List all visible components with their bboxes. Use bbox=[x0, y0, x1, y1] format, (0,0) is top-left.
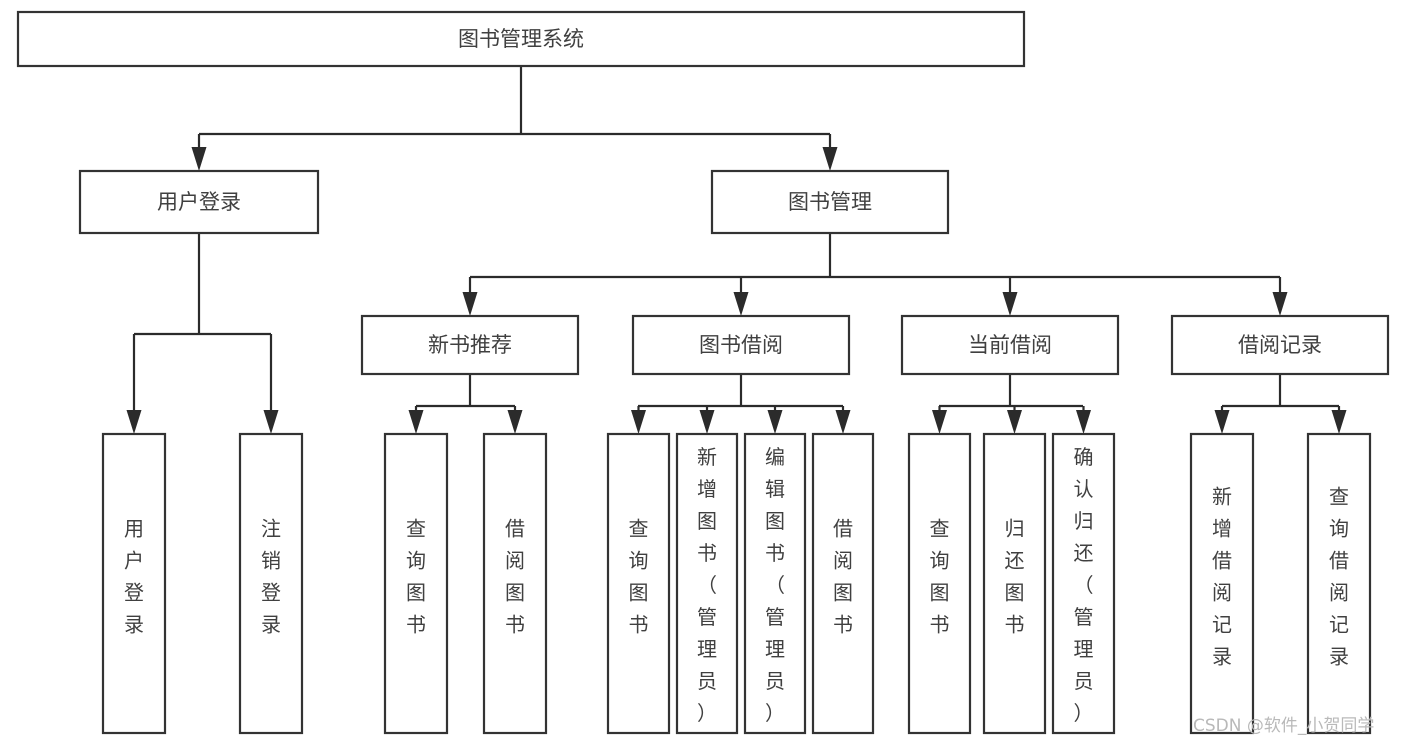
node-root-system-box[interactable] bbox=[16, 10, 1026, 68]
arrow-head-icon bbox=[1076, 410, 1091, 434]
node-book-management-box[interactable] bbox=[710, 169, 950, 235]
node-leaf-return-book[interactable]: 归还图书 bbox=[982, 432, 1047, 735]
arrow-head-icon bbox=[507, 410, 523, 434]
arrow-head-icon bbox=[835, 410, 851, 434]
node-book-borrow[interactable]: 图书借阅 bbox=[631, 314, 851, 376]
node-new-book-recommend-box[interactable] bbox=[360, 314, 580, 376]
node-new-book-recommend[interactable]: 新书推荐 bbox=[360, 314, 580, 376]
node-leaf-user-logout[interactable]: 注销登录 bbox=[238, 432, 304, 735]
arrow-head-icon bbox=[822, 147, 838, 171]
arrow-head-icon bbox=[1007, 410, 1022, 434]
node-leaf-add-book-admin[interactable]: 新增图书（管理员） bbox=[675, 432, 739, 735]
node-borrow-records[interactable]: 借阅记录 bbox=[1170, 314, 1390, 376]
arrow-head-icon bbox=[191, 147, 207, 171]
node-new-book-recommend-label: 新书推荐 bbox=[428, 333, 512, 357]
node-root-system-label: 图书管理系统 bbox=[458, 27, 584, 51]
node-leaf-query-book-recommend-label: 查询图书 bbox=[406, 517, 426, 637]
node-leaf-user-login-box[interactable] bbox=[101, 432, 167, 735]
node-leaf-borrow-book-recommend-label: 借阅图书 bbox=[505, 517, 525, 637]
arrow-head-icon bbox=[699, 410, 715, 434]
arrow-head-icon bbox=[932, 410, 947, 434]
node-current-borrow-label: 当前借阅 bbox=[968, 333, 1052, 357]
node-leaf-user-logout-label: 注销登录 bbox=[261, 517, 281, 637]
arrow-head-icon bbox=[631, 410, 646, 434]
node-leaf-borrow-book-label: 借阅图书 bbox=[833, 517, 853, 637]
arrow-head-icon bbox=[1002, 292, 1018, 316]
node-leaf-add-book-admin-label: 新增图书（管理员） bbox=[697, 445, 717, 725]
node-current-borrow-box[interactable] bbox=[900, 314, 1120, 376]
arrow-head-icon bbox=[1214, 410, 1230, 434]
node-leaf-query-book-borrow-box[interactable] bbox=[606, 432, 671, 735]
node-leaf-borrow-book-recommend[interactable]: 借阅图书 bbox=[482, 432, 548, 735]
node-leaf-edit-book-admin-label: 编辑图书（管理员） bbox=[765, 445, 785, 725]
node-leaf-user-login[interactable]: 用户登录 bbox=[101, 432, 167, 735]
arrow-head-icon bbox=[263, 410, 279, 434]
connector-layer bbox=[126, 66, 1347, 434]
arrow-head-icon bbox=[1272, 292, 1288, 316]
arrow-head-icon bbox=[733, 292, 749, 316]
node-leaf-query-book-recommend[interactable]: 查询图书 bbox=[383, 432, 449, 735]
arrow-head-icon bbox=[408, 410, 424, 434]
node-leaf-query-book-recommend-box[interactable] bbox=[383, 432, 449, 735]
node-leaf-confirm-return-admin-label: 确认归还（管理员） bbox=[1074, 445, 1094, 725]
csdn-watermark: CSDN @软件_小贺同学 bbox=[1193, 716, 1374, 736]
node-leaf-borrow-book-recommend-box[interactable] bbox=[482, 432, 548, 735]
node-book-management-label: 图书管理 bbox=[788, 190, 872, 214]
node-leaf-borrow-book-box[interactable] bbox=[811, 432, 875, 735]
node-leaf-query-book-borrow[interactable]: 查询图书 bbox=[606, 432, 671, 735]
node-book-management[interactable]: 图书管理 bbox=[710, 169, 950, 235]
node-leaf-add-book-admin-box[interactable] bbox=[675, 432, 739, 735]
node-book-borrow-label: 图书借阅 bbox=[699, 333, 783, 357]
arrow-head-icon bbox=[1331, 410, 1347, 434]
node-leaf-query-book-current-box[interactable] bbox=[907, 432, 972, 735]
node-leaf-query-book-current[interactable]: 查询图书 bbox=[907, 432, 972, 735]
arrow-head-icon bbox=[126, 410, 142, 434]
node-leaf-return-book-label: 归还图书 bbox=[1005, 517, 1025, 637]
node-leaf-add-borrow-record-label: 新增借阅记录 bbox=[1212, 485, 1232, 669]
node-root-system[interactable]: 图书管理系统 bbox=[16, 10, 1026, 68]
node-leaf-confirm-return-admin[interactable]: 确认归还（管理员） bbox=[1051, 432, 1116, 735]
node-user-login[interactable]: 用户登录 bbox=[78, 169, 320, 235]
node-borrow-records-box[interactable] bbox=[1170, 314, 1390, 376]
node-leaf-query-borrow-record-label: 查询借阅记录 bbox=[1329, 485, 1349, 669]
node-leaf-query-book-borrow-label: 查询图书 bbox=[629, 517, 649, 637]
node-leaf-confirm-return-admin-box[interactable] bbox=[1051, 432, 1116, 735]
node-leaf-add-borrow-record-box[interactable] bbox=[1189, 432, 1255, 735]
node-layer: 图书管理系统用户登录图书管理新书推荐图书借阅当前借阅借阅记录用户登录注销登录查询… bbox=[16, 10, 1390, 735]
node-leaf-query-borrow-record-box[interactable] bbox=[1306, 432, 1372, 735]
node-leaf-return-book-box[interactable] bbox=[982, 432, 1047, 735]
node-leaf-edit-book-admin-box[interactable] bbox=[743, 432, 807, 735]
node-leaf-query-book-current-label: 查询图书 bbox=[930, 517, 950, 637]
node-leaf-user-logout-box[interactable] bbox=[238, 432, 304, 735]
node-leaf-borrow-book[interactable]: 借阅图书 bbox=[811, 432, 875, 735]
node-leaf-user-login-label: 用户登录 bbox=[124, 517, 144, 637]
node-user-login-box[interactable] bbox=[78, 169, 320, 235]
node-leaf-query-borrow-record[interactable]: 查询借阅记录 bbox=[1306, 432, 1372, 735]
node-leaf-add-borrow-record[interactable]: 新增借阅记录 bbox=[1189, 432, 1255, 735]
node-current-borrow[interactable]: 当前借阅 bbox=[900, 314, 1120, 376]
node-user-login-label: 用户登录 bbox=[157, 190, 241, 214]
node-borrow-records-label: 借阅记录 bbox=[1238, 333, 1322, 357]
node-leaf-edit-book-admin[interactable]: 编辑图书（管理员） bbox=[743, 432, 807, 735]
node-book-borrow-box[interactable] bbox=[631, 314, 851, 376]
arrow-head-icon bbox=[462, 292, 478, 316]
arrow-head-icon bbox=[767, 410, 783, 434]
